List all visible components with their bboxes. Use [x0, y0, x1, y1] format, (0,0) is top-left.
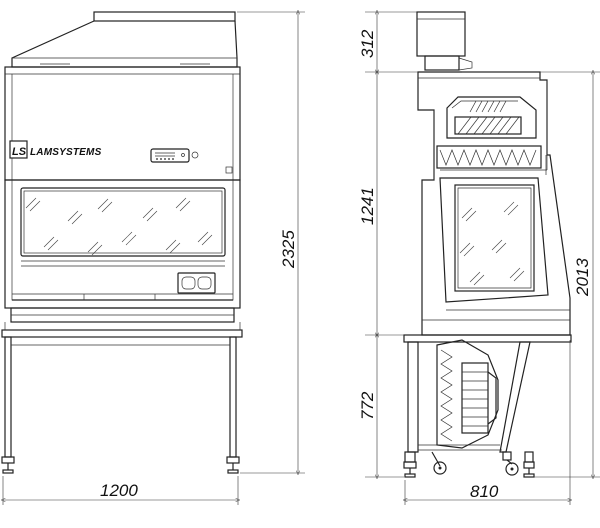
brand-mark: LS [12, 146, 27, 158]
caster-wheels [403, 451, 535, 478]
side-depth-dimension: 810 [405, 340, 570, 505]
front-work-chamber [4, 179, 241, 309]
power-switch-icon [191, 151, 199, 159]
electrical-sockets [177, 272, 216, 294]
side-sash-glass [454, 184, 535, 292]
side-glass-reflection-marks [459, 201, 525, 286]
front-sash-glass [20, 187, 226, 257]
front-control-panel: LS LAMSYSTEMS [4, 66, 241, 181]
front-width-label: 1200 [100, 481, 138, 500]
brand-name: LAMSYSTEMS [30, 147, 102, 158]
front-stand-legs [1, 336, 240, 474]
front-width-dimension: 1200 [3, 476, 238, 505]
front-exhaust-hood [11, 11, 238, 68]
side-depth-label: 810 [470, 482, 499, 501]
side-hepa-filter-upper [436, 96, 542, 169]
front-height-label: 2325 [279, 230, 298, 269]
side-total-label: 2013 [573, 258, 592, 297]
side-top-label: 312 [358, 29, 377, 58]
side-exhaust-unit [416, 11, 473, 71]
side-cabinet-label: 1241 [358, 187, 377, 225]
side-cabinet-body [417, 71, 571, 336]
side-total-dimension: 2013 [534, 72, 600, 477]
indicator-icon [225, 166, 233, 174]
front-base-tray [1, 307, 243, 338]
front-view: LS LAMSYSTEMS [2, 12, 305, 505]
front-height-dimension: 2325 [237, 12, 305, 473]
side-stand-label: 772 [358, 391, 377, 420]
side-view: 810 312 1241 772 2013 [358, 12, 600, 505]
side-height-dimensions: 312 1241 772 [358, 12, 418, 477]
side-stand [403, 334, 572, 478]
brand-logo: LS LAMSYSTEMS [9, 140, 102, 159]
glass-reflection-marks [25, 197, 213, 256]
control-unit-display [150, 148, 190, 163]
